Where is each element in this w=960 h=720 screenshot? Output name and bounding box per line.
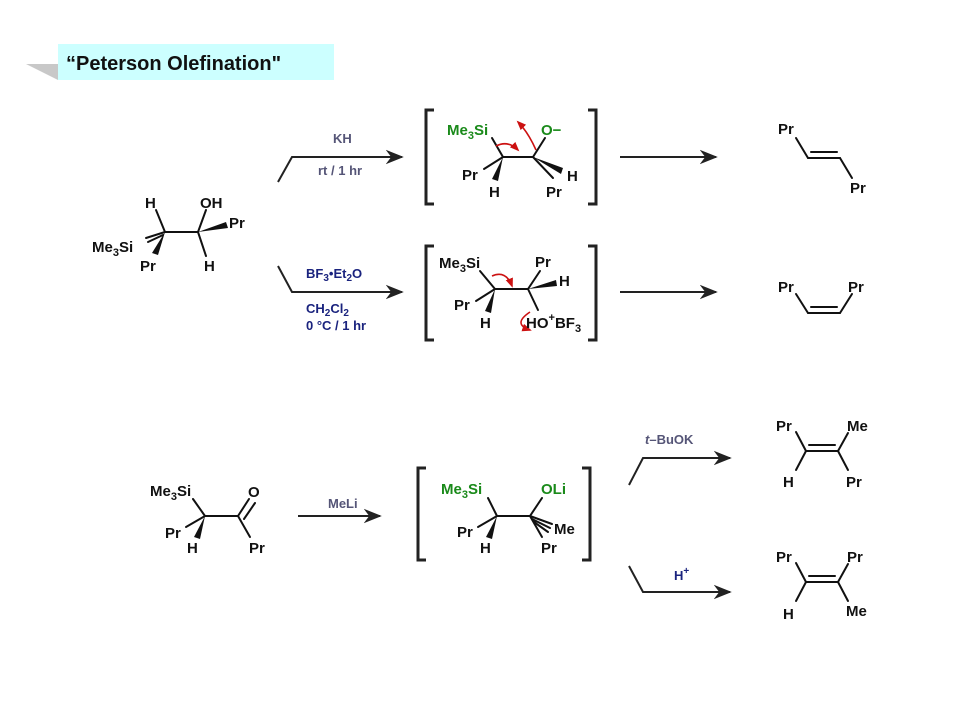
label-h: H: [559, 273, 570, 290]
z-alkene-product: Pr Pr: [778, 279, 864, 314]
label-me: Me: [846, 603, 867, 620]
label-h: H: [480, 315, 491, 332]
label-h: H: [567, 168, 578, 185]
label-pr: Pr: [776, 418, 792, 435]
label-me: Me: [847, 418, 868, 435]
silyl-ketone: Me3Si O Pr H Pr: [150, 483, 265, 557]
label-o: O: [248, 484, 260, 501]
page-title: “Peterson Olefination": [66, 53, 281, 75]
label-me3si: Me3Si: [92, 239, 133, 259]
label-pr: Pr: [850, 180, 866, 197]
label-me3si: Me3Si: [447, 122, 488, 142]
lithium-alkoxide-intermediate: Me3Si OLi Pr Me H Pr: [416, 466, 592, 562]
reagent-kh-conditions: rt / 1 hr: [318, 163, 362, 178]
reagent-bf3-conditions: 0 °C / 1 hr: [306, 318, 366, 333]
label-pr: Pr: [229, 215, 245, 232]
reagent-kh: KH: [333, 131, 352, 146]
label-me3si: Me3Si: [439, 255, 480, 275]
alkoxide-intermediate: Me3Si O− Pr H H Pr: [424, 108, 598, 206]
meli-arrow: MeLi: [298, 496, 382, 524]
label-me3si: Me3Si: [441, 481, 482, 501]
trisubstituted-alkene-anti: Pr Pr H Me: [776, 549, 867, 623]
label-h: H: [489, 184, 500, 201]
label-h: H: [783, 606, 794, 623]
label-pr: Pr: [140, 258, 156, 275]
label-h: H: [783, 474, 794, 491]
reagent-tbuok: t–BuOK: [645, 432, 694, 447]
reagent-meli: MeLi: [328, 496, 358, 511]
label-ho-plus-bf3: HO+BF3: [526, 312, 581, 335]
starting-hydroxysilane: H OH Pr Me3Si Pr H: [92, 195, 245, 275]
kh-arrow: KH rt / 1 hr: [277, 131, 404, 183]
trisubstituted-alkene-syn: Pr Me H Pr: [776, 418, 868, 491]
reagent-ch2cl2: CH2Cl2: [306, 301, 349, 319]
label-oh: OH: [200, 195, 223, 212]
label-pr: Pr: [462, 167, 478, 184]
label-pr: Pr: [457, 524, 473, 541]
bf3-arrow: BF3•Et2O CH2Cl2 0 °C / 1 hr: [277, 265, 404, 333]
reagent-bf3-et2o: BF3•Et2O: [306, 266, 362, 284]
label-me3si: Me3Si: [150, 483, 191, 503]
acid-arrow: H+: [628, 565, 732, 600]
label-pr: Pr: [778, 279, 794, 296]
label-pr: Pr: [249, 540, 265, 557]
label-h: H: [204, 258, 215, 275]
e-alkene-product: Pr Pr: [778, 121, 866, 197]
label-pr: Pr: [846, 474, 862, 491]
label-pr: Pr: [535, 254, 551, 271]
label-pr: Pr: [541, 540, 557, 557]
label-pr: Pr: [165, 525, 181, 542]
label-h: H: [187, 540, 198, 557]
label-pr: Pr: [546, 184, 562, 201]
label-me: Me: [554, 521, 575, 538]
bf3-complex-intermediate: Me3Si Pr H Pr H HO+BF3: [424, 244, 598, 342]
label-pr: Pr: [776, 549, 792, 566]
label-pr: Pr: [454, 297, 470, 314]
label-oli: OLi: [541, 481, 566, 498]
tbuok-arrow: t–BuOK: [628, 432, 732, 486]
label-o-minus: O−: [541, 122, 562, 139]
label-pr: Pr: [847, 549, 863, 566]
label-h: H: [480, 540, 491, 557]
title-banner: “Peterson Olefination": [26, 44, 334, 80]
label-pr: Pr: [848, 279, 864, 296]
label-h: H: [145, 195, 156, 212]
label-pr: Pr: [778, 121, 794, 138]
reagent-hplus: H+: [674, 566, 689, 583]
